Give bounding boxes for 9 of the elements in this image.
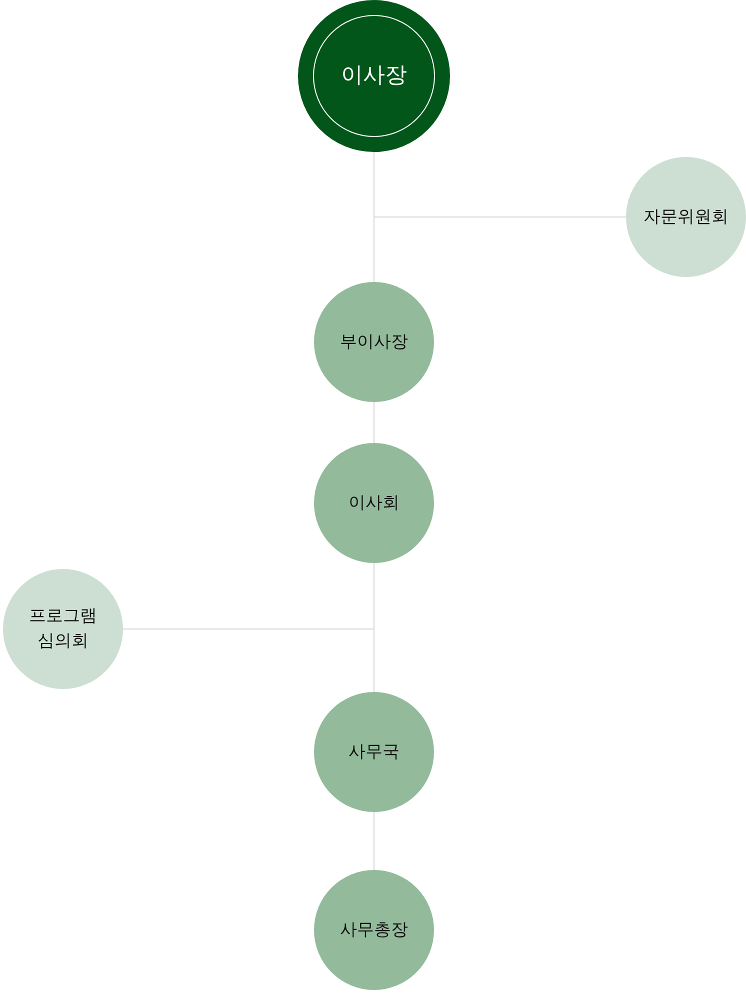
node-label: 사무총장 — [340, 918, 408, 942]
node-label: 부이사장 — [340, 330, 408, 354]
connector-line — [122, 562, 374, 630]
connector-line — [374, 152, 626, 218]
node-label: 사무국 — [348, 740, 400, 764]
node-label: 자문위원회 — [644, 206, 728, 229]
node-label: 프로그램 심의회 — [28, 605, 98, 653]
node-label: 이사장 — [341, 62, 407, 90]
node-label: 이사회 — [348, 492, 400, 515]
